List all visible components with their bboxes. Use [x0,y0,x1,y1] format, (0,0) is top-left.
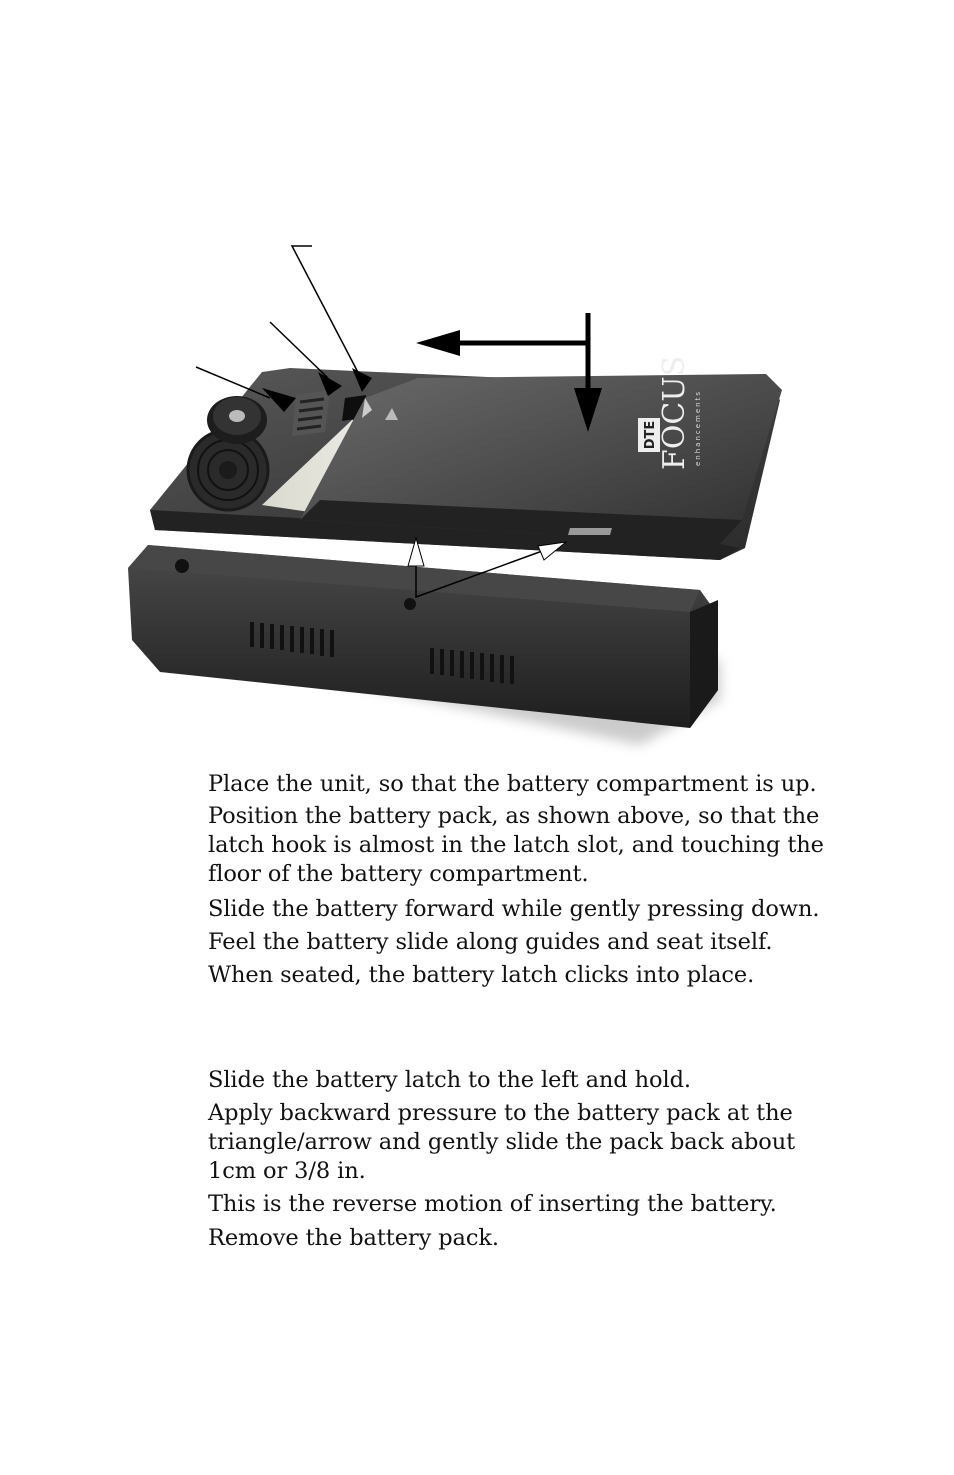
brand-subtext: enhancements [694,390,702,466]
dial-knob-icon [207,396,267,444]
callout-line-latch-hook [290,245,363,381]
screw-hole-icon [404,598,416,610]
callout-line-latch-slot [269,321,329,379]
brand-logo: DTE FOCUS enhancements [638,356,702,470]
remove-step-3: This is the reverse motion of inserting … [208,1191,777,1217]
arrowhead-right-icon [537,541,568,561]
battery-installation-figure: DTE FOCUS enhancements [128,245,782,745]
fan-grille-icon [186,428,270,512]
press-down-arrow-icon [574,313,602,432]
arrowhead-icon [318,372,342,396]
remove-step-2: Apply backward pressure to the battery p… [208,1100,796,1184]
vent-slots-left [250,622,334,657]
battery-tab-icon [568,528,612,535]
insert-step-3: Slide the battery forward while gently p… [208,896,820,922]
callout-arrowheads [262,368,372,412]
arrowhead-icon [262,388,296,412]
insert-step-2: Position the battery pack, as shown abov… [208,803,824,887]
insert-step-5: When seated, the battery latch clicks in… [208,962,755,988]
arrowhead-up-icon [407,536,425,567]
remove-step-1: Slide the battery latch to the left and … [208,1067,691,1093]
insert-step-4: Feel the battery slide along guides and … [208,929,773,955]
device-base [128,545,718,728]
vent-slots-right [430,648,514,684]
screw-hole-icon [175,559,189,573]
remove-step-4: Remove the battery pack. [208,1225,499,1251]
slide-forward-arrow-icon [416,330,586,356]
brand-badge: DTE [643,421,658,450]
arrowhead-icon [352,368,372,392]
latch-hook-icon [362,398,372,418]
insert-step-1: Place the unit, so that the battery comp… [208,771,817,797]
triangle-arrow-icon [385,408,398,420]
battery-pack: DTE FOCUS enhancements [300,356,782,544]
callout-line-latch [195,366,271,399]
white-arrowheads [407,536,568,567]
battery-latch-icon [292,390,330,436]
brand-name: FOCUS [657,356,692,470]
